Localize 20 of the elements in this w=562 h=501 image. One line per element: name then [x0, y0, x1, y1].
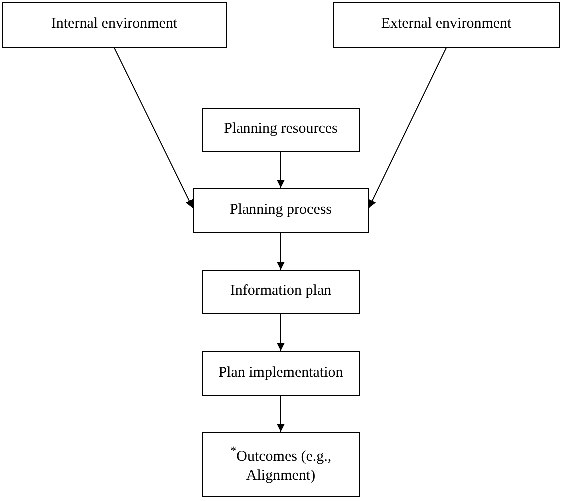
arrow — [368, 48, 447, 209]
process-box — [202, 351, 360, 396]
arrow — [277, 152, 285, 188]
box-label: Planning process — [230, 200, 332, 220]
arrow — [277, 314, 285, 352]
process-box — [202, 432, 360, 497]
process-box — [333, 2, 560, 48]
box-label: Planning resources — [224, 120, 338, 140]
box-label: Internal environment — [51, 15, 178, 34]
box-label: $^{*}$Outcomes (e.g., Alignment) — [229, 442, 333, 486]
process-box — [2, 2, 227, 48]
process-box — [202, 108, 360, 152]
process-box — [193, 188, 369, 233]
box-label: External environment — [381, 15, 512, 34]
arrow — [114, 48, 194, 209]
arrow — [277, 232, 285, 270]
box-label: Plan implementation — [218, 364, 344, 383]
process-box — [202, 270, 360, 314]
box-label: Information plan — [230, 282, 332, 302]
arrow — [277, 396, 285, 432]
